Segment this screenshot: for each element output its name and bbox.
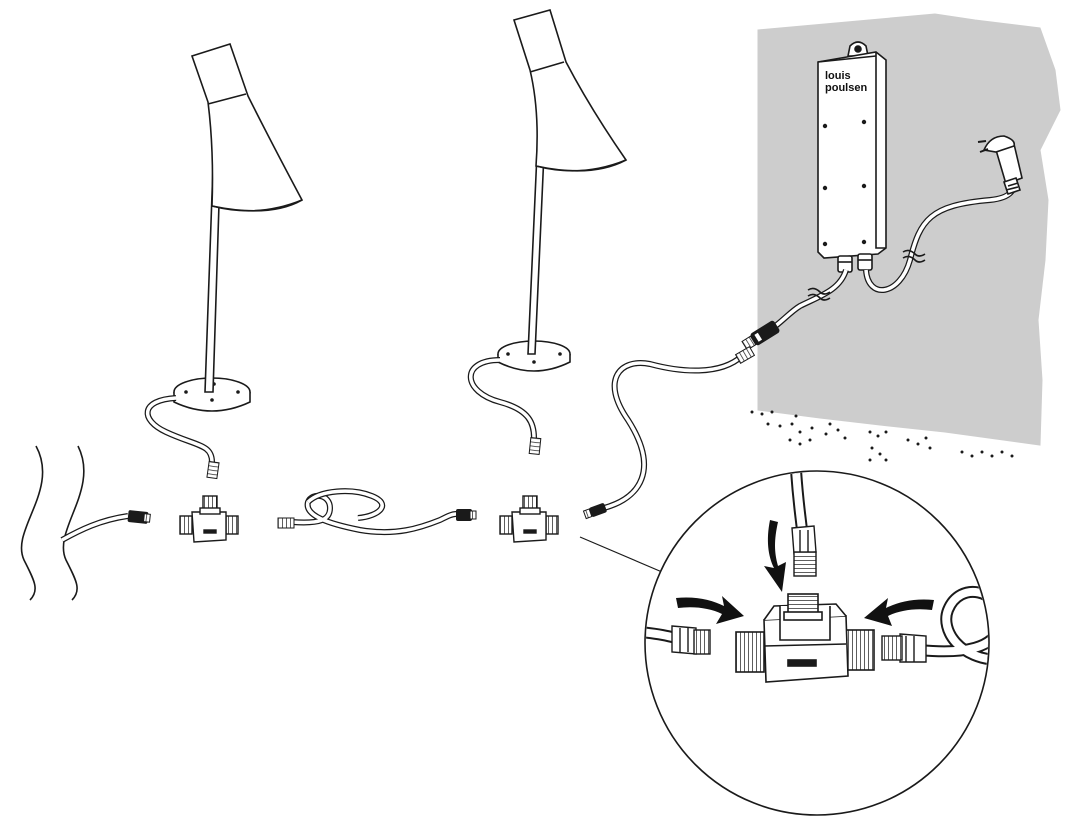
extension-cable-connector-left [277,517,295,529]
zoom-leader-line [579,536,663,573]
zoom-left-plug [671,625,711,655]
gravel [750,410,1014,462]
arrow-right-icon [676,596,744,624]
extension-cable [291,488,457,536]
arrow-down-icon [764,520,786,592]
zoom-detail [644,470,990,816]
zoom-t-connector [735,593,875,683]
zoom-top-plug [791,525,817,577]
plug-icon [977,135,1023,196]
brand-label-line2: poulsen [825,82,867,94]
zoom-right-plug [881,633,927,663]
t-connector-2 [499,495,559,543]
supply-cable [603,353,745,511]
incoming-cable [60,513,129,543]
driver-output-cable [768,268,849,333]
wall [757,13,1061,446]
brand-label-line1: louis [825,70,851,82]
supply-cable-connector-bottom [582,503,607,520]
supply-cable-connector-top [734,345,756,365]
t-connector-1 [179,495,239,543]
driver-connector [741,320,780,351]
incoming-cable-connector [127,510,151,524]
lamp-2-plug [528,436,542,456]
extension-cable-connector-right [456,509,477,521]
lamp-2-cable [467,357,537,439]
arrow-left-icon [864,598,934,626]
lamp-1 [173,43,304,412]
driver-box [817,41,887,273]
lamp-1-plug [206,460,220,480]
lamp-2 [497,9,628,372]
lamp-1-cable [144,395,215,463]
wavy-lines-icon [20,445,85,601]
